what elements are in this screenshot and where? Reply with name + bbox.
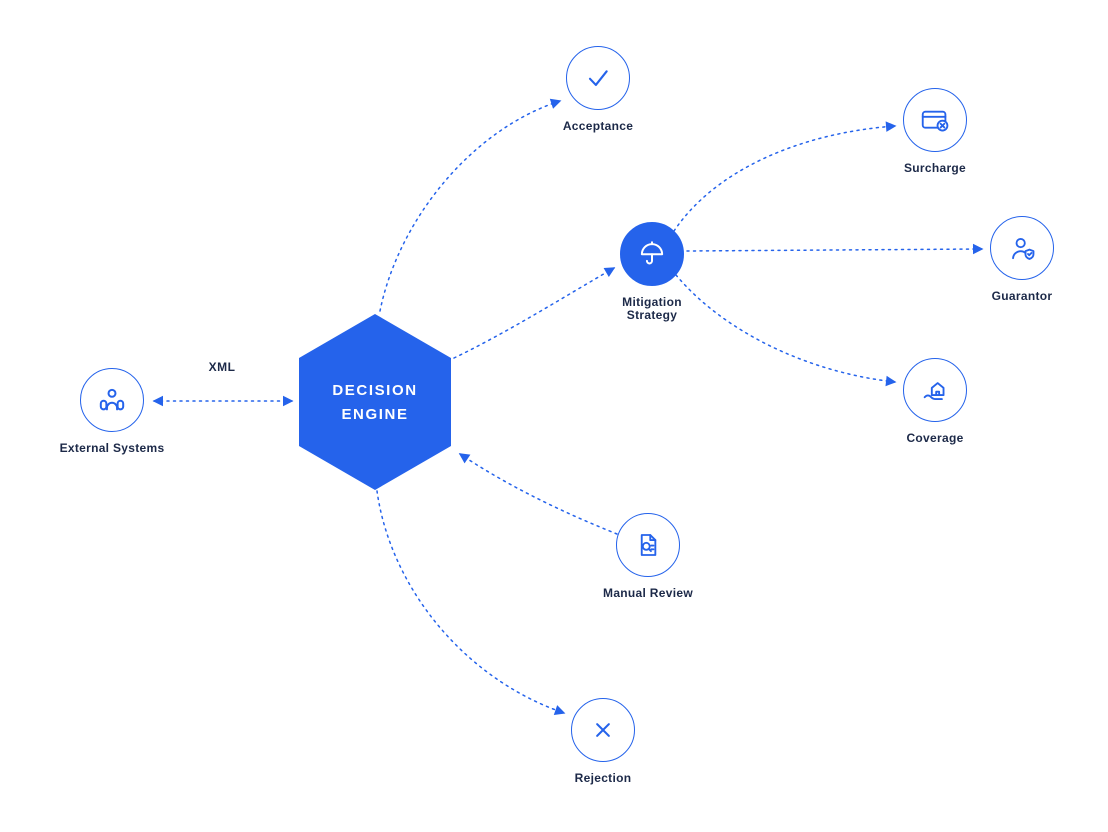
- check-icon: [588, 70, 608, 86]
- rejection-node[interactable]: [571, 698, 635, 762]
- decision-engine-node[interactable]: DECISION ENGINE: [299, 314, 451, 490]
- coverage-node[interactable]: [903, 358, 967, 422]
- credit-card-cancel-icon: [921, 110, 949, 132]
- node-coverage: Coverage: [855, 358, 1015, 445]
- node-label-manual-review: Manual Review: [603, 586, 693, 600]
- node-mitigation-strategy: Mitigation Strategy: [572, 222, 732, 322]
- document-magnifier-icon: [640, 534, 657, 556]
- connector-surcharge: [673, 121, 897, 232]
- node-label-coverage: Coverage: [906, 431, 964, 445]
- connector-manual-review: [458, 453, 618, 535]
- node-manual-review: Manual Review: [568, 513, 728, 600]
- node-label-rejection: Rejection: [574, 771, 632, 785]
- node-label-acceptance: Acceptance: [562, 119, 634, 133]
- node-surcharge: Surcharge: [855, 88, 1015, 175]
- house-in-hand-icon: [923, 382, 945, 400]
- mitigation-label-line1: Mitigation: [622, 295, 682, 309]
- decision-engine-label-line1: DECISION: [332, 381, 418, 399]
- edge-label-xml: XML: [208, 360, 236, 374]
- people-group-icon: [99, 388, 125, 411]
- node-label-mitigation: Mitigation Strategy: [622, 296, 682, 322]
- connector-mitigation: [453, 267, 616, 359]
- acceptance-node[interactable]: [566, 46, 630, 110]
- umbrella-icon: [640, 241, 664, 265]
- node-label-guarantor: Guarantor: [991, 289, 1053, 303]
- node-label-surcharge: Surcharge: [903, 161, 967, 175]
- external-systems-node[interactable]: [80, 368, 144, 432]
- connector-rejection: [376, 490, 566, 716]
- node-rejection: Rejection: [523, 698, 683, 785]
- guarantor-node[interactable]: [990, 216, 1054, 280]
- node-acceptance: Acceptance: [518, 46, 678, 133]
- mitigation-label-line2: Strategy: [626, 308, 678, 322]
- decision-engine-label-line2: ENGINE: [341, 405, 409, 423]
- person-shield-icon: [1012, 238, 1035, 260]
- connector-coverage: [675, 274, 897, 387]
- connector-acceptance: [379, 98, 562, 312]
- manual-review-node[interactable]: [616, 513, 680, 577]
- surcharge-node[interactable]: [903, 88, 967, 152]
- cross-icon: [596, 723, 610, 737]
- mitigation-strategy-node[interactable]: [620, 222, 684, 286]
- node-external-systems: External Systems: [32, 368, 192, 455]
- node-label-external-systems: External Systems: [59, 441, 165, 455]
- node-guarantor: Guarantor: [942, 216, 1102, 303]
